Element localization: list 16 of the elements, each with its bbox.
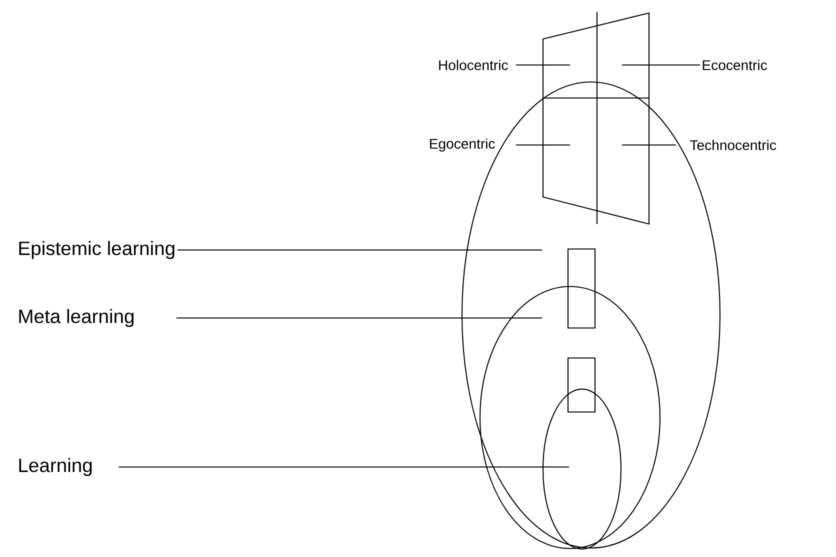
label: Learning	[19, 458, 92, 476]
leader-line	[516, 144, 570, 146]
label: Egocentric	[430, 138, 495, 152]
ellipse	[479, 286, 661, 550]
leader-line	[622, 144, 676, 146]
leader-line	[177, 249, 542, 251]
label: Epistemic learning	[19, 241, 174, 259]
leader-line	[622, 64, 700, 66]
label: Ecocentric	[702, 60, 767, 70]
label: Technocentric	[690, 140, 776, 150]
leader-line	[516, 64, 570, 66]
label: Meta learning	[19, 309, 134, 327]
leader-line	[118, 466, 569, 468]
label: Holocentric	[439, 60, 508, 70]
ellipse	[542, 388, 622, 550]
leader-line	[176, 317, 542, 319]
